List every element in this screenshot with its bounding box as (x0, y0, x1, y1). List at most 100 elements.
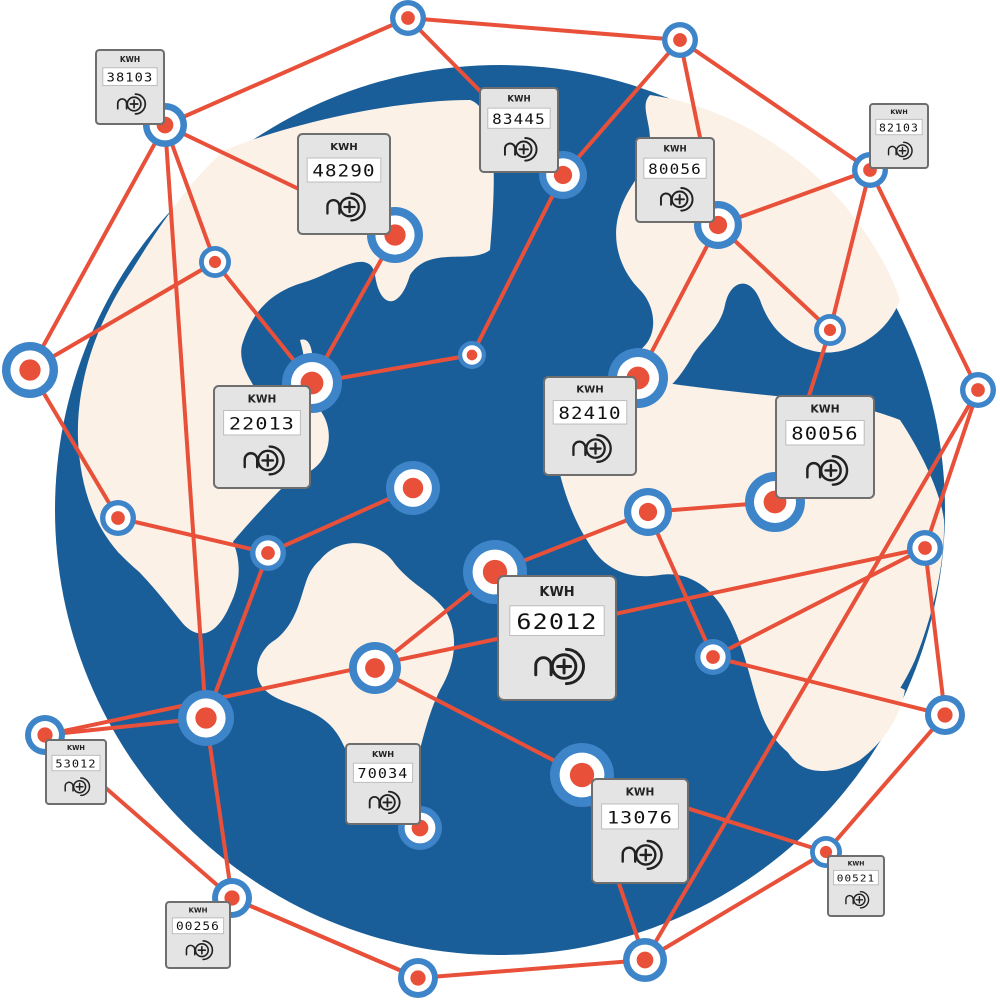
connection-line (828, 168, 872, 332)
meter-display (487, 107, 551, 129)
n-plus-circle-logo-icon (185, 940, 214, 961)
meter-reading: 80056 (648, 162, 702, 178)
meter-reading: 13076 (607, 808, 673, 828)
meter-display (833, 869, 879, 886)
connection-line (711, 655, 947, 717)
land-south-east (775, 678, 905, 772)
connection-line (711, 546, 927, 659)
network-node (250, 535, 286, 571)
meter-reading: 00521 (837, 874, 876, 885)
network-node (550, 743, 614, 807)
n-plus-circle-logo-icon (64, 777, 91, 797)
n-plus-circle-logo-icon (659, 187, 694, 212)
connection-line (116, 516, 270, 555)
connection-line (561, 38, 682, 177)
meter-reading: 83445 (492, 112, 546, 128)
connection-line (678, 38, 872, 172)
energy-meter: KWH 80056 (775, 395, 875, 499)
network-node (390, 0, 426, 36)
n-plus-circle-logo-icon (368, 790, 401, 815)
n-plus-circle-logo-icon (845, 890, 870, 909)
network-node (925, 695, 965, 735)
connection-line (470, 173, 565, 357)
n-plus-circle-logo-icon (503, 137, 538, 162)
connection-line (163, 16, 410, 127)
connection-line (643, 850, 828, 962)
network-node (178, 690, 234, 746)
connection-line (923, 546, 947, 717)
network-node (199, 246, 231, 278)
connection-line (204, 716, 234, 900)
meter-display (601, 803, 679, 830)
meter-unit-label: KWH (67, 744, 85, 752)
energy-meter: KWH 62012 (497, 575, 617, 701)
network-node (623, 938, 667, 982)
meter-display (875, 118, 923, 136)
meter-unit-label: KWH (848, 861, 865, 868)
connection-line (230, 896, 420, 980)
connection-line (28, 123, 167, 372)
meter-reading: 82410 (558, 404, 621, 423)
meter-reading: 62012 (516, 610, 597, 635)
connection-line (643, 388, 980, 962)
connection-line (923, 388, 980, 550)
meter-display (509, 605, 605, 637)
meter-reading: 53012 (55, 757, 96, 770)
meter-reading: 38103 (107, 71, 154, 85)
meter-unit-label: KWH (120, 55, 140, 64)
network-node (662, 22, 698, 58)
meter-display (171, 917, 225, 935)
meter-display (102, 67, 158, 87)
meter-display (306, 157, 382, 183)
meter-unit-label: KWH (810, 402, 839, 415)
meter-reading: 80056 (791, 425, 858, 445)
connection-line (204, 551, 270, 720)
meter-reading: 00256 (176, 919, 220, 933)
connection-line (716, 168, 872, 227)
n-plus-circle-logo-icon (243, 445, 285, 476)
n-plus-circle-logo-icon (326, 192, 366, 222)
energy-meter: KWH 70034 (345, 743, 421, 825)
network-node (695, 639, 731, 675)
meter-reading: 22013 (229, 415, 295, 435)
meter-unit-label: KWH (188, 906, 207, 915)
network-node (100, 500, 136, 536)
meter-display (785, 419, 865, 446)
connection-line (824, 713, 947, 854)
energy-meters: KWH38103KWH48290KWH83445KWH80056KWH82103… (45, 49, 929, 969)
connection-line (416, 958, 647, 980)
connection-line (716, 223, 832, 332)
energy-meter: KWH 00256 (165, 901, 231, 969)
connection-line (373, 666, 584, 777)
meter-unit-label: KWH (890, 108, 907, 116)
n-plus-circle-logo-icon (887, 141, 913, 160)
connection-line (406, 16, 682, 42)
meter-display (352, 762, 414, 783)
meter-display (552, 400, 628, 425)
energy-meter: KWH 38103 (95, 49, 165, 125)
meter-unit-label: KWH (576, 385, 603, 396)
meter-display (643, 157, 707, 179)
meter-display (223, 409, 301, 436)
connection-line (163, 123, 208, 720)
connection-line (163, 123, 217, 264)
n-plus-circle-logo-icon (116, 93, 147, 115)
network-node (907, 530, 943, 566)
land-west-peninsula (109, 477, 239, 634)
energy-meter: KWH 53012 (45, 739, 107, 805)
network-node (624, 488, 672, 536)
energy-meter: KWH 00521 (827, 855, 885, 917)
n-plus-circle-logo-icon (534, 647, 586, 686)
meter-unit-label: KWH (372, 749, 394, 759)
connection-line (868, 168, 980, 392)
network-node (398, 958, 438, 998)
meter-reading: 70034 (358, 767, 409, 782)
meter-unit-label: KWH (539, 585, 574, 600)
